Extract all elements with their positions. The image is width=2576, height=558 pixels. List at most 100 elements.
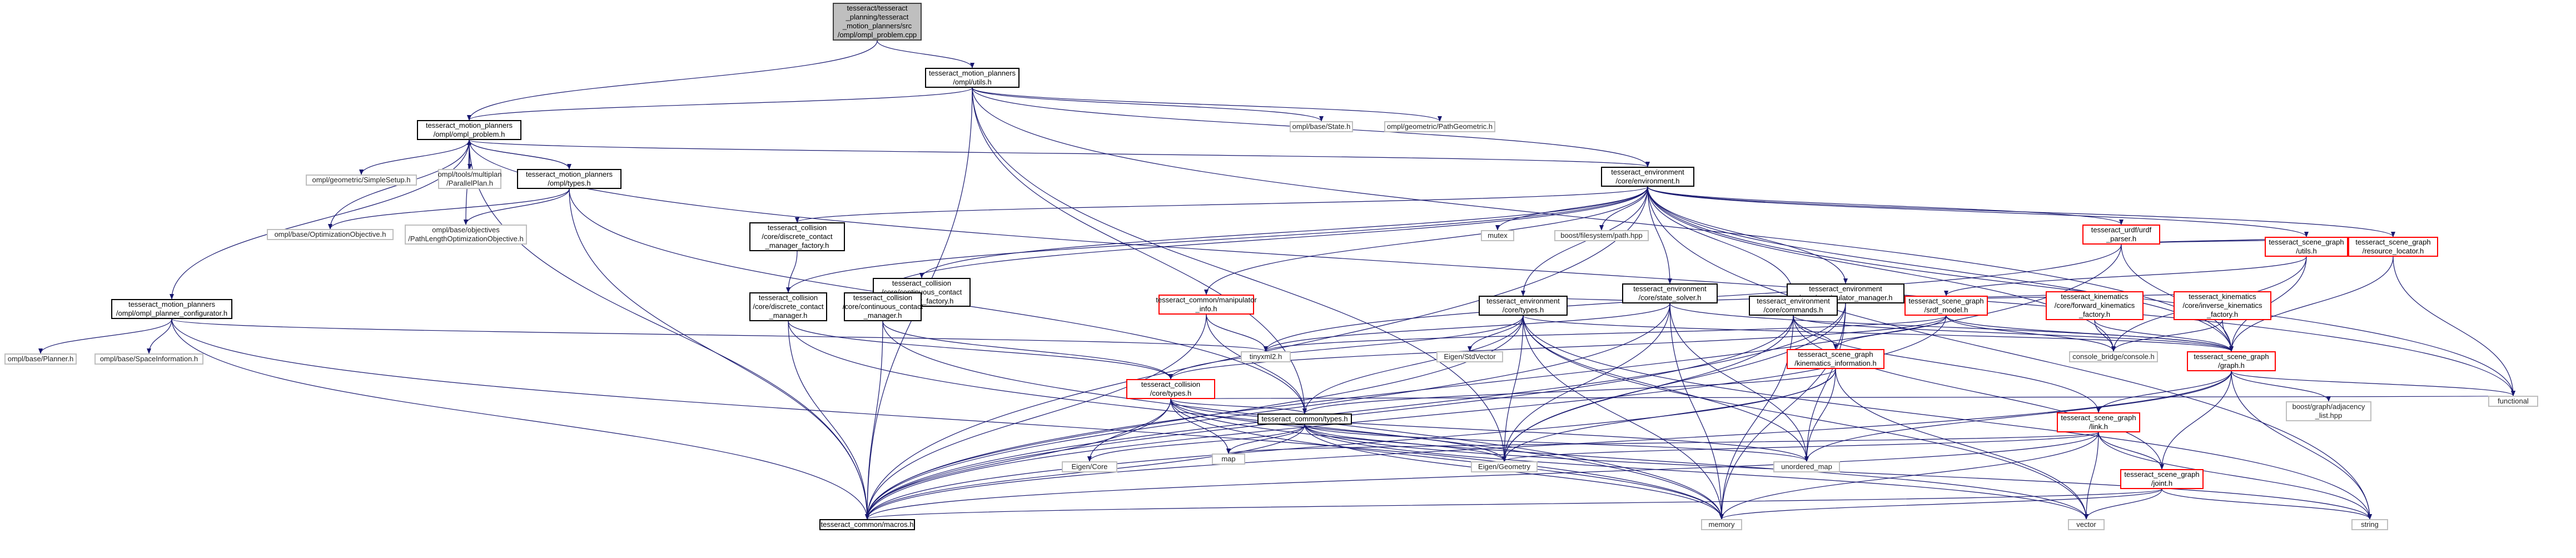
- include-edge: [865, 321, 883, 520]
- file-node-mutex[interactable]: mutex: [1481, 230, 1514, 241]
- file-node-eigen-geometry[interactable]: Eigen/Geometry: [1471, 461, 1538, 472]
- file-node-ompl-types[interactable]: tesseract_motion_planners /ompl/types.h: [517, 169, 621, 189]
- include-edge: [865, 432, 2099, 520]
- include-edge: [881, 186, 1648, 293]
- include-edge: [972, 87, 1324, 122]
- include-edge: [1647, 186, 2116, 352]
- file-node-simple-setup[interactable]: ompl/geometric/SimpleSetup.h: [306, 175, 417, 186]
- file-node-commands[interactable]: tesseract_environment /core/commands.h: [1749, 296, 1838, 316]
- file-node-manipulator-info[interactable]: tesseract_common/manipulator _info.h: [1156, 295, 1257, 315]
- file-node-srdf-model[interactable]: tesseract_scene_graph /srdf_model.h: [1904, 296, 1988, 316]
- file-node-pathlength-obj[interactable]: ompl/base/objectives /PathLengthOptimiza…: [405, 225, 527, 245]
- include-edge: [2084, 432, 2099, 520]
- file-node-state-solver[interactable]: tesseract_environment /core/state_solver…: [1622, 283, 1718, 303]
- include-edge: [788, 321, 1173, 380]
- file-node-parallel-plan[interactable]: ompl/tools/multiplan /ParallelPlan.h: [438, 169, 501, 189]
- include-edge: [1304, 424, 1809, 462]
- include-edge: [467, 40, 878, 121]
- file-node-path-geometric[interactable]: ompl/geometric/PathGeometric.h: [1384, 121, 1495, 132]
- file-node-eigen-stdvector[interactable]: Eigen/StdVector: [1436, 351, 1503, 362]
- file-node-space-information[interactable]: ompl/base/SpaceInformation.h: [95, 353, 203, 365]
- include-edge: [1719, 315, 1794, 520]
- file-node-collision-types[interactable]: tesseract_collision /core/types.h: [1126, 379, 1215, 399]
- file-node-resource-locator[interactable]: tesseract_scene_graph /resource_locator.…: [2348, 237, 2438, 257]
- file-node-ompl-state[interactable]: ompl/base/State.h: [1290, 121, 1353, 132]
- file-node-discrete-factory[interactable]: tesseract_collision /core/discrete_conta…: [749, 222, 845, 251]
- include-edge: [569, 188, 869, 520]
- file-node-functional[interactable]: functional: [2488, 396, 2538, 407]
- file-node-vector[interactable]: vector: [2068, 519, 2105, 530]
- include-edge: [2161, 489, 2372, 520]
- include-edge: [2096, 371, 2232, 413]
- file-node-discrete-manager[interactable]: tesseract_collision /core/discrete_conta…: [749, 292, 827, 321]
- file-node-adjacency[interactable]: boost/graph/adjacency _list.hpp: [2286, 401, 2371, 421]
- include-edge: [972, 87, 1506, 462]
- include-edge: [467, 87, 973, 121]
- include-edge: [1502, 315, 1524, 462]
- include-edge: [1304, 424, 1506, 462]
- file-node-unordered-map[interactable]: unordered_map: [1773, 461, 1840, 472]
- file-node-ompl-planner[interactable]: ompl/base/Planner.h: [4, 353, 77, 365]
- include-edge: [1793, 315, 2234, 352]
- file-node-forward-kin[interactable]: tesseract_kinematics /core/forward_kinem…: [2046, 291, 2144, 320]
- include-edge: [469, 140, 1650, 167]
- file-node-string[interactable]: string: [2351, 519, 2388, 530]
- file-node-graph[interactable]: tesseract_scene_graph /graph.h: [2187, 351, 2276, 371]
- include-edge: [2111, 320, 2223, 352]
- include-edge: [1523, 315, 2234, 352]
- include-edge: [972, 87, 1442, 122]
- include-edge: [1302, 315, 1524, 414]
- include-edge: [1168, 315, 1947, 380]
- include-edge: [1468, 315, 1524, 352]
- include-edge: [147, 318, 172, 354]
- include-edge: [1647, 186, 2309, 237]
- file-node-continuous-manager[interactable]: tesseract_collision /core/continuous_con…: [843, 292, 923, 321]
- file-node-boost-path[interactable]: boost/filesystem/path.hpp: [1554, 230, 1649, 241]
- file-node-utils[interactable]: tesseract_motion_planners /ompl/utils.h: [925, 68, 1020, 88]
- include-edge: [1502, 315, 1794, 462]
- include-edge: [972, 87, 1307, 414]
- include-edge: [865, 371, 2232, 520]
- include-edge: [1523, 315, 2372, 520]
- include-edge: [171, 318, 1724, 520]
- include-edge: [786, 251, 798, 293]
- include-edge: [1793, 315, 2101, 413]
- include-edge: [1264, 315, 1947, 352]
- include-edge: [865, 303, 1670, 520]
- file-node-common-types[interactable]: tesseract_common/types.h: [1257, 413, 1352, 425]
- include-edge: [882, 321, 1173, 380]
- file-node-link[interactable]: tesseract_scene_graph /link.h: [2057, 412, 2140, 432]
- include-edge: [469, 140, 869, 520]
- file-node-memory[interactable]: memory: [1701, 519, 1742, 530]
- file-node-urdf-parser[interactable]: tesseract_urdf/urdf _parser.h: [2082, 225, 2160, 245]
- include-edge: [786, 186, 1648, 293]
- file-node-console[interactable]: console_bridge/console.h: [2069, 351, 2158, 362]
- file-node-tinyxml2[interactable]: tinyxml2.h: [1241, 351, 1291, 362]
- file-node-planner-configurator[interactable]: tesseract_motion_planners /ompl/ompl_pla…: [111, 299, 232, 319]
- file-node-kin-info[interactable]: tesseract_scene_graph /kinematics_inform…: [1787, 349, 1884, 369]
- file-node-environment[interactable]: tesseract_environment /core/environment.…: [1601, 167, 1694, 187]
- include-edge: [1087, 398, 1171, 462]
- include-edge: [2231, 371, 2515, 396]
- include-edge: [1835, 368, 2088, 520]
- include-edge: [1206, 314, 1307, 414]
- file-node-inverse-kin[interactable]: tesseract_kinematics /core/inverse_kinem…: [2174, 291, 2271, 320]
- file-node-map[interactable]: map: [1212, 454, 1245, 465]
- file-node-sg-utils[interactable]: tesseract_scene_graph /utils.h: [2265, 237, 2348, 257]
- include-edge: [865, 314, 1207, 520]
- include-edge: [1502, 432, 2099, 462]
- file-node-ompl-problem[interactable]: tesseract_motion_planners /ompl/ompl_pro…: [417, 120, 521, 140]
- include-edge: [1719, 489, 2162, 520]
- file-node-root[interactable]: tesseract/tesseract _planning/tesseract …: [833, 3, 922, 41]
- include-edge: [2094, 320, 2116, 352]
- include-edge: [1523, 315, 1724, 520]
- file-node-macros[interactable]: tesseract_common/macros.h: [819, 519, 915, 530]
- file-node-joint[interactable]: tesseract_scene_graph /joint.h: [2120, 469, 2204, 489]
- include-edge: [171, 318, 1268, 352]
- include-edge: [1946, 315, 2234, 352]
- file-node-opt-objective[interactable]: ompl/base/OptimizationObjective.h: [267, 229, 394, 240]
- include-edge: [1793, 315, 2164, 470]
- file-node-env-types[interactable]: tesseract_environment /core/types.h: [1479, 296, 1568, 316]
- file-node-eigen-core[interactable]: Eigen/Core: [1062, 461, 1117, 472]
